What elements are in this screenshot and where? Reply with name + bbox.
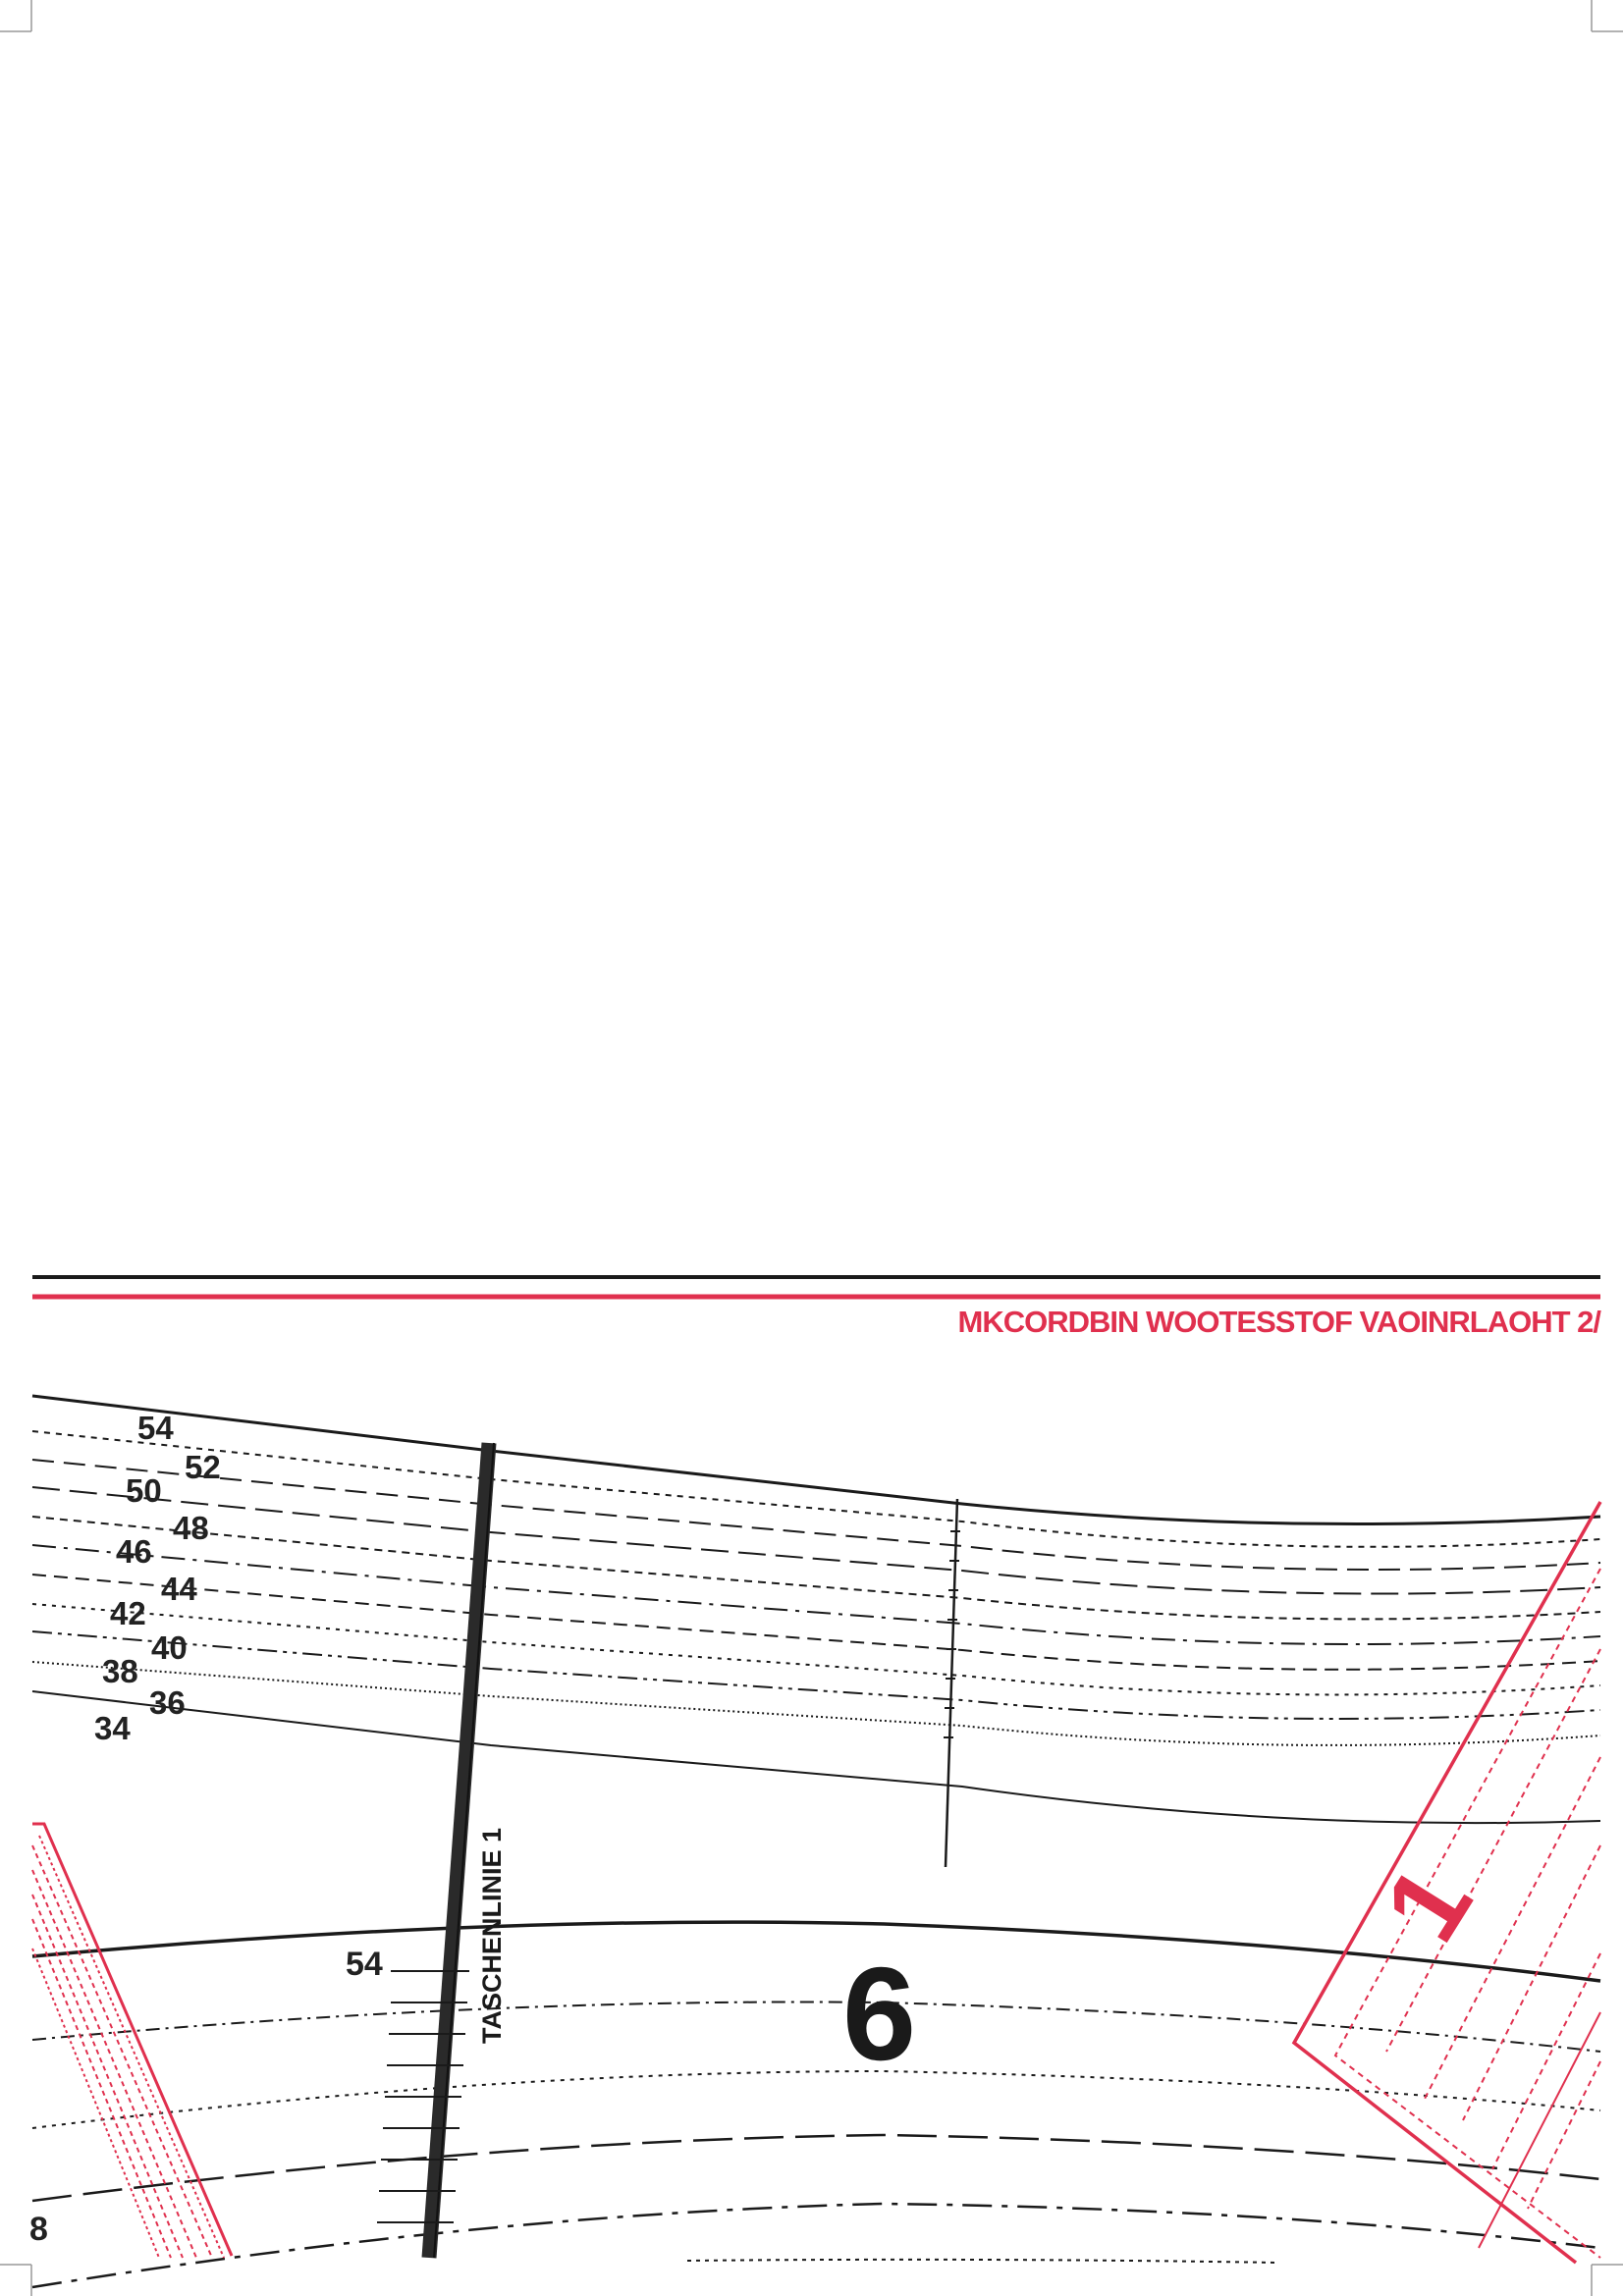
lower-outline <box>31 1920 1601 1983</box>
size-label: 48 <box>173 1510 209 1546</box>
size-label: 52 <box>185 1449 221 1485</box>
size-label: 42 <box>110 1595 146 1631</box>
corner-label: 8 <box>29 2211 48 2248</box>
size-labels: 54 52 50 48 46 44 42 40 38 36 34 <box>94 1410 221 1746</box>
size-label: 54 <box>137 1410 174 1446</box>
size-grading-lines <box>31 1394 1601 1825</box>
notch-ticks <box>944 1530 960 1738</box>
lower-size-label: 54 <box>346 1946 383 1983</box>
size-label: 40 <box>151 1629 188 1666</box>
red-right-outline <box>1291 1501 1602 2265</box>
header-title: MKCORDBIN WOOTESSTOF VAOINRLAOHT 2/ <box>958 1305 1602 1339</box>
size-label: 44 <box>161 1571 197 1607</box>
size-label: 46 <box>116 1533 152 1570</box>
grade-line-48 <box>31 1486 1601 1595</box>
crop-mark-bottom-right <box>1591 2264 1623 2296</box>
lower-grade-line <box>31 2001 1601 2053</box>
red-left-edge <box>32 1822 234 2257</box>
outline-54 <box>31 1394 1601 1526</box>
lower-grade-line <box>686 2258 1277 2264</box>
pocket-line <box>421 1442 497 2259</box>
red-right-inner <box>1385 1648 1601 2053</box>
crop-mark-bottom-left <box>0 2264 32 2296</box>
red-right-inner <box>1462 1844 1601 2121</box>
notch-line <box>944 1498 959 1868</box>
grade-line-34 <box>31 1690 1601 1825</box>
lower-grade-line <box>31 2069 1601 2129</box>
pocket-line-edge <box>433 1442 495 2259</box>
size-label: 34 <box>94 1710 131 1746</box>
size-label: 38 <box>102 1653 138 1689</box>
pocket-line-ticks <box>377 1970 469 2223</box>
grade-line-44 <box>31 1544 1601 1646</box>
red-right-inner <box>1527 2060 1601 2210</box>
crop-mark-top-left <box>0 0 32 32</box>
red-left-hatch <box>31 1844 213 2259</box>
red-piece-left <box>31 1822 234 2259</box>
size-label: 50 <box>126 1472 162 1509</box>
grade-line-46 <box>31 1516 1601 1621</box>
red-piece-right <box>1291 1501 1602 2265</box>
lower-grade-line <box>31 2133 1601 2203</box>
red-piece-number: 1 <box>1361 1846 1495 1961</box>
pocket-line-label: TASCHENLINIE 1 <box>477 1828 507 2044</box>
grade-line-50 <box>31 1459 1601 1572</box>
red-left-hatch <box>31 1918 172 2259</box>
grade-line-36 <box>31 1661 1601 1746</box>
red-left-hatch <box>31 1869 197 2259</box>
crop-mark-top-right <box>1591 0 1623 32</box>
red-right-inner <box>1491 1952 1601 2170</box>
lower-piece-lines <box>31 1920 1601 2289</box>
red-right-inner <box>1478 2011 1601 2249</box>
grade-line-52 <box>31 1430 1601 1548</box>
piece-number: 6 <box>842 1940 916 2088</box>
grade-line-42 <box>31 1574 1601 1671</box>
lower-grade-line <box>31 2202 1601 2289</box>
red-left-hatch <box>31 1948 160 2259</box>
red-left-hatch <box>31 1894 184 2259</box>
red-right-inner <box>1333 1568 1601 2259</box>
size-label: 36 <box>149 1684 186 1721</box>
grade-line-40 <box>31 1603 1601 1696</box>
grade-line-38 <box>31 1630 1601 1720</box>
red-left-hatch <box>38 1835 225 2259</box>
